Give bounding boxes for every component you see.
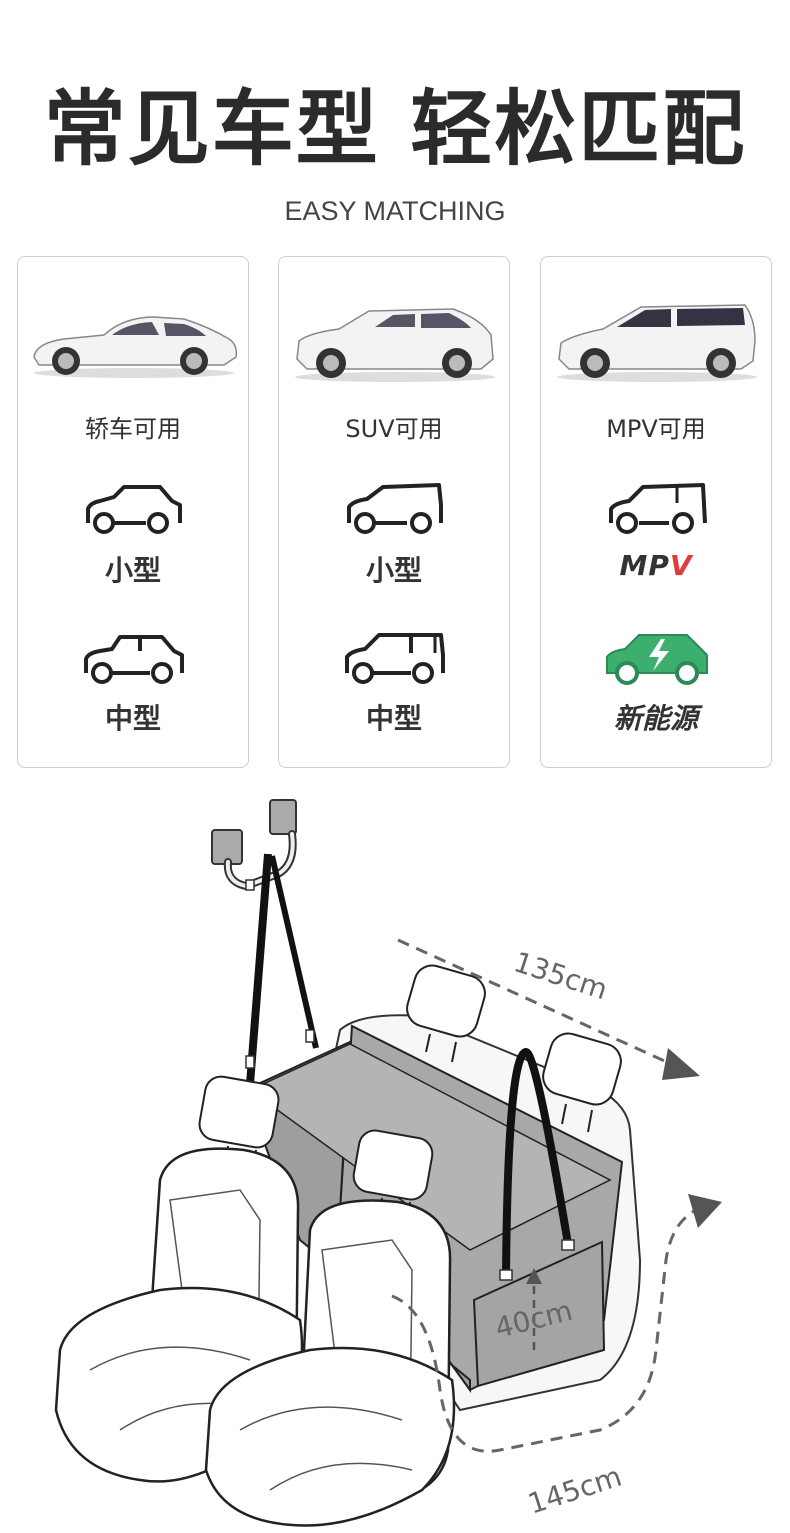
midsize-car-icon xyxy=(84,635,184,684)
card-label: 轿车可用 xyxy=(85,415,181,443)
rear-headrest xyxy=(406,964,486,1063)
card-label: SUV可用 xyxy=(345,415,443,443)
arrow-length xyxy=(397,938,681,1070)
rear-headrest xyxy=(542,1032,622,1133)
hook-right xyxy=(269,799,297,835)
type-small: 小型 xyxy=(104,554,161,587)
type-mpv-text: MP xyxy=(619,549,670,582)
cover-front-flap xyxy=(472,1240,606,1388)
type-new-energy: 新能源 xyxy=(613,702,698,735)
type-midsize: 中型 xyxy=(365,702,422,735)
card-mpv: MPV可用 MPV 新能源 xyxy=(540,256,772,768)
cover-seat-panel xyxy=(243,1040,471,1394)
card-label: MPV可用 xyxy=(606,415,706,443)
seat-cover-diagram: 135cm 40cm 145cm xyxy=(54,799,722,1527)
page-subtitle: EASY MATCHING xyxy=(284,196,506,226)
type-midsize: 中型 xyxy=(104,702,161,735)
type-small: 小型 xyxy=(365,554,422,587)
dim-width-label: 145cm xyxy=(524,1460,626,1521)
type-mpv-accent: V xyxy=(669,549,693,582)
front-seat-right xyxy=(204,1129,456,1527)
type-mpv: MPV xyxy=(541,549,771,582)
dim-length-label: 135cm xyxy=(510,945,612,1006)
strap-left xyxy=(246,853,272,1085)
strap-back xyxy=(502,1047,572,1275)
small-suv-icon xyxy=(347,483,443,534)
card-suv: SUV可用 小型 中型 xyxy=(278,256,510,768)
mpv-photo-icon xyxy=(557,304,757,382)
arrow-width xyxy=(391,1206,701,1453)
strap-right xyxy=(269,855,319,1049)
midsize-suv-icon xyxy=(345,633,445,684)
suv-photo-icon xyxy=(295,308,495,382)
electric-car-icon xyxy=(606,634,708,685)
small-car-icon xyxy=(86,485,182,534)
sedan-photo-icon xyxy=(33,316,238,378)
mpv-icon xyxy=(609,483,707,534)
page-title: 常见车型 轻松匹配 xyxy=(43,82,747,177)
card-sedan: 轿车可用 小型 中型 xyxy=(17,256,249,768)
